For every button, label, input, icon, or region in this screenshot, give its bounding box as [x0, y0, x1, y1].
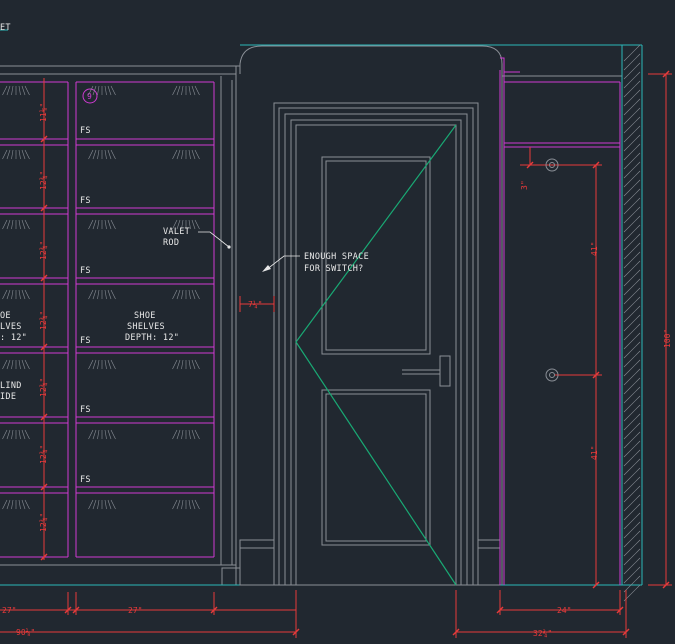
- left-label-1: OE: [0, 311, 11, 321]
- dim-3: 3": [520, 180, 529, 190]
- detail-tag-circle: [82, 88, 98, 104]
- fs-label: FS: [80, 266, 91, 276]
- shelf-height-dim: 12¾": [39, 513, 48, 532]
- dim-left-27: 27": [2, 606, 16, 615]
- fs-label: FS: [80, 475, 91, 485]
- left-label-4: LIND: [0, 381, 22, 391]
- door-swing: [295, 124, 457, 586]
- dim-mid-27: 27": [128, 606, 142, 615]
- shelf-height-dim: 12¾": [39, 171, 48, 190]
- door-frame: [239, 102, 501, 586]
- fs-labels: FS FS FS FS FS FS: [80, 126, 91, 485]
- leader-dot: [227, 245, 231, 249]
- shoe-label-3: DEPTH: 12": [125, 333, 179, 343]
- shelf-height-dim: 11⅛": [39, 103, 48, 122]
- switch-note-1: ENOUGH SPACE: [304, 252, 369, 262]
- leaders: [198, 231, 300, 271]
- detail-tag: 9: [87, 92, 92, 101]
- shelf-height-dim: 12¾": [39, 311, 48, 330]
- switch-note-2: FOR SWITCH?: [304, 264, 364, 274]
- dim-32: 32¾": [533, 629, 552, 638]
- dim-24: 24": [557, 606, 571, 615]
- dim-41-lower: 41": [590, 446, 599, 460]
- cabinet-outline: [0, 45, 622, 586]
- shoe-label-1: SHOE: [134, 311, 156, 321]
- fs-label: FS: [80, 336, 91, 346]
- valet-label-1: VALET: [163, 227, 190, 237]
- shoe-label-2: SHELVES: [127, 322, 165, 332]
- shelf-height-dim: 12¾": [39, 445, 48, 464]
- left-label-5: IDE: [0, 392, 16, 402]
- wall-hatch: [623, 44, 641, 602]
- fs-label: FS: [80, 405, 91, 415]
- leader-arrow: [262, 265, 271, 272]
- fs-label: FS: [80, 126, 91, 136]
- title-fragment: ET: [0, 23, 11, 33]
- valet-label-2: ROD: [163, 238, 179, 248]
- light-fixtures: [2, 85, 200, 510]
- shelving: [0, 57, 621, 585]
- outlets: [545, 158, 559, 382]
- dim-jamb: 7¼": [248, 300, 262, 309]
- dimensions: [0, 73, 672, 638]
- dim-41-upper: 41": [590, 242, 599, 256]
- fs-label: FS: [80, 196, 91, 206]
- shelf-height-dim: 12¾": [39, 241, 48, 260]
- dim-90: 90⅛": [16, 628, 35, 637]
- shelf-height-dim: 12¾": [39, 378, 48, 397]
- dim-height: 100": [663, 329, 672, 348]
- left-label-3: : 12": [0, 333, 27, 343]
- left-label-2: LVES: [0, 322, 22, 332]
